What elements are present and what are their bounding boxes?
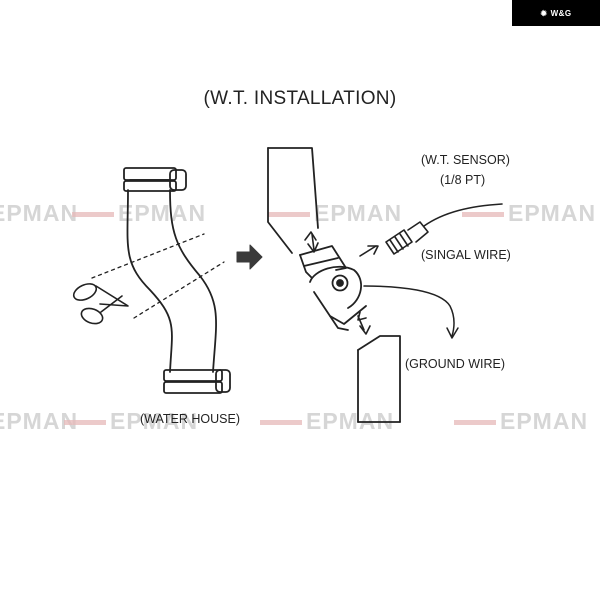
ground-wire [363, 285, 459, 339]
scissors-icon [72, 283, 129, 325]
page-title: (W.T. INSTALLATION) [203, 88, 397, 109]
signal-wire-label: (SINGAL WIRE) [421, 248, 511, 262]
water-hose [126, 189, 217, 373]
temperature-sensor [385, 221, 429, 255]
bottom-hose-clamp [163, 369, 231, 394]
top-hose-clamp [123, 167, 187, 192]
brand-badge-text: W&G [550, 8, 572, 18]
watermark: EPMAN [260, 408, 394, 435]
lower-hose-section [357, 335, 401, 423]
watermark: EPMAN [0, 200, 79, 226]
watermark: EPMAN [268, 200, 402, 227]
water-house-label: (WATER HOUSE) [140, 412, 240, 426]
arrow-icon [236, 244, 263, 270]
ground-wire-label: (GROUND WIRE) [405, 357, 505, 371]
watermark: EPMAN [454, 408, 588, 435]
cut-guide-lines [91, 233, 225, 319]
signal-wire [423, 203, 503, 227]
insert-arrows [304, 231, 379, 335]
thread-label: (1/8 PT) [440, 173, 486, 187]
brand-logo-icon: ✹ [540, 8, 548, 18]
watermark: EPMAN [72, 200, 206, 227]
brand-badge: ✹ W&G [512, 0, 600, 26]
sensor-label: (W.T. SENSOR) [421, 153, 510, 167]
watermark: EPMAN [462, 200, 596, 227]
upper-hose-section [267, 147, 319, 254]
sensor-adapter [299, 245, 367, 331]
watermark: EPMAN [64, 408, 198, 435]
